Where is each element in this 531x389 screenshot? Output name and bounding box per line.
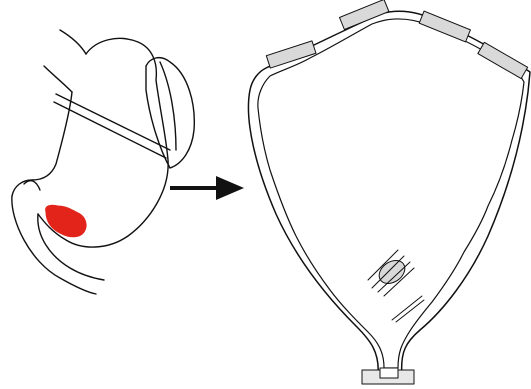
stomach-illustration	[12, 30, 194, 294]
resected-flap-edge	[160, 62, 176, 150]
arrow-head	[216, 176, 244, 200]
staple-cartridge	[339, 0, 388, 29]
pouch-outer-contour	[248, 11, 530, 376]
staple-cartridge	[266, 41, 316, 68]
clip-tail	[396, 300, 424, 322]
pouch-inner-contour	[258, 19, 524, 368]
pouch-outlet-inner	[380, 368, 398, 378]
esophagus-line-outer	[60, 30, 86, 54]
pylorus-cap	[24, 181, 40, 190]
staple-cartridge	[419, 11, 470, 42]
clip-tail	[392, 296, 422, 320]
stomach-inner-contour	[12, 92, 72, 196]
internal-clip-structure	[368, 250, 424, 322]
esophagus-line-inner	[44, 66, 72, 92]
transition-arrow	[170, 176, 244, 200]
lesion-marker	[46, 205, 86, 237]
staple-cartridge	[478, 42, 528, 78]
resected-pouch-illustration	[248, 0, 530, 384]
clip-center	[375, 256, 409, 288]
